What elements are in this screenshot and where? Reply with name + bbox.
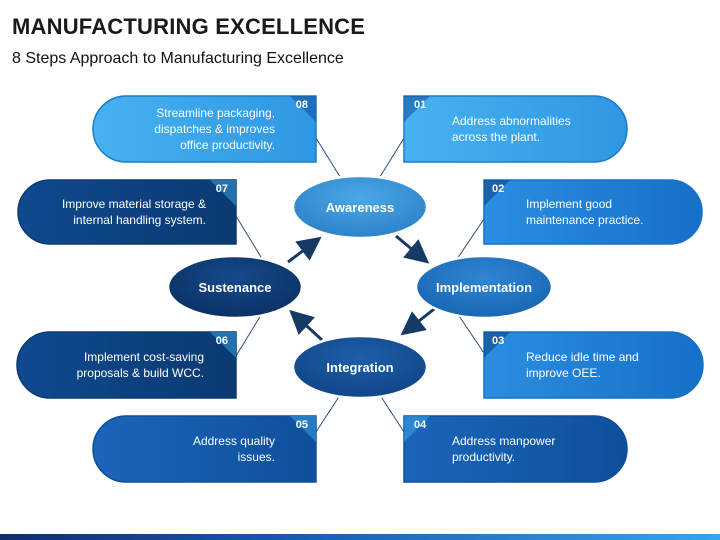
step-number-04: 04 xyxy=(414,419,427,431)
node-integration-label: Integration xyxy=(326,359,394,375)
card-07-notch xyxy=(210,180,236,206)
step-card-08: 08 Streamline packaging, dispatches & im… xyxy=(93,96,316,162)
arrow-awareness-implementation xyxy=(395,234,430,264)
node-implementation-label: Implementation xyxy=(435,279,533,295)
connector-06 xyxy=(235,309,265,357)
step-text-03: Reduce idle time and improve OEE. xyxy=(526,350,639,380)
node-awareness-label: Awareness xyxy=(325,199,395,215)
step-number-08: 08 xyxy=(295,99,308,111)
card-08-notch xyxy=(290,96,316,122)
step-card-03: 03 Reduce idle time and improve OEE. xyxy=(484,332,702,398)
connector-07 xyxy=(235,215,265,263)
step-card-06: 06 Implement cost-saving proposals & bui… xyxy=(18,332,236,398)
node-sustenance-shape xyxy=(166,254,304,320)
card-08-shape xyxy=(92,95,317,163)
step-number-02: 02 xyxy=(492,183,505,195)
card-07-shape xyxy=(17,179,237,245)
node-sustenance-label: Sustenance xyxy=(198,279,272,295)
step-card-07: 07 Improve material storage & internal h… xyxy=(18,180,236,244)
card-06-notch xyxy=(210,332,236,358)
connector-02 xyxy=(454,215,487,263)
connector-04 xyxy=(377,391,405,433)
step-text-08: Streamline packaging, dispatches & impro… xyxy=(154,106,275,152)
step-text-02: Implement good maintenance practice. xyxy=(526,197,644,227)
card-01-shape xyxy=(403,95,628,163)
cycle-arrows xyxy=(287,234,439,342)
connector-lines xyxy=(235,137,487,433)
connector-05 xyxy=(315,391,343,433)
node-awareness-shape xyxy=(291,174,429,240)
card-03-notch xyxy=(484,332,510,358)
node-integration-shape xyxy=(291,334,429,400)
step-card-05: 05 Address quality issues. xyxy=(93,416,316,482)
step-text-07: Improve material storage & internal hand… xyxy=(61,197,206,227)
card-05-notch xyxy=(290,416,316,442)
card-01-notch xyxy=(404,96,430,122)
step-card-01: 01 Address abnormalities across the plan… xyxy=(404,96,627,162)
step-number-01: 01 xyxy=(414,99,427,111)
card-shapes xyxy=(16,95,704,483)
step-number-07: 07 xyxy=(215,183,228,195)
connector-03 xyxy=(454,309,487,357)
card-03-shape xyxy=(483,331,704,399)
card-02-notch xyxy=(484,180,510,206)
card-04-shape xyxy=(403,415,628,483)
bottom-accent-bar xyxy=(0,534,720,540)
stage-ellipses xyxy=(166,174,554,400)
card-02-shape xyxy=(483,179,703,245)
step-text-06: Implement cost-saving proposals & build … xyxy=(76,350,204,380)
step-card-04: 04 Address manpower productivity. xyxy=(404,416,627,482)
page-subtitle: 8 Steps Approach to Manufacturing Excell… xyxy=(12,50,344,67)
step-text-04: Address manpower productivity. xyxy=(452,434,556,464)
node-implementation-shape xyxy=(414,254,554,320)
card-04-notch xyxy=(404,416,430,442)
step-card-02: 02 Implement good maintenance practice. xyxy=(484,180,702,244)
step-text-05: Address quality issues. xyxy=(192,434,275,464)
card-06-shape xyxy=(16,331,237,399)
step-text-01: Address abnormalities across the plant. xyxy=(452,114,571,144)
arrow-integration-sustenance xyxy=(289,309,324,342)
step-number-05: 05 xyxy=(295,419,308,431)
page-title: MANUFACTURING EXCELLENCE xyxy=(12,14,366,39)
connector-08 xyxy=(315,137,343,181)
arrow-sustenance-awareness xyxy=(287,236,322,264)
card-05-shape xyxy=(92,415,317,483)
arrow-implementation-integration xyxy=(400,304,439,336)
step-number-06: 06 xyxy=(215,335,228,347)
step-number-03: 03 xyxy=(492,335,505,347)
connector-01 xyxy=(377,137,405,181)
